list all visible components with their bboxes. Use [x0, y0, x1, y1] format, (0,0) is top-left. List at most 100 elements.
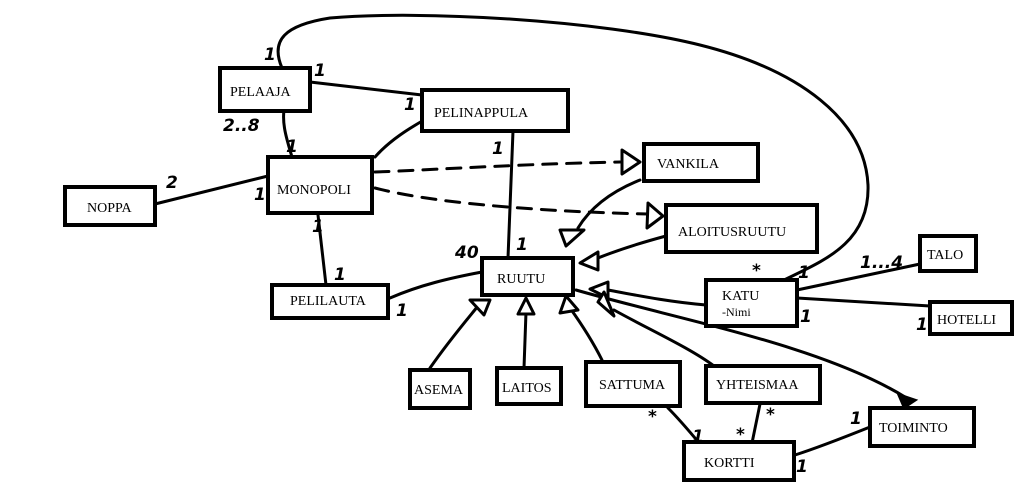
class-name: RUUTU — [497, 272, 545, 287]
edge-kortti-toiminto — [793, 425, 872, 457]
class-box — [420, 88, 570, 133]
class-box — [218, 66, 312, 113]
multiplicity-label: 2..8 — [223, 116, 260, 136]
class-name: ALOITUSRUUTU — [678, 225, 786, 240]
class-asema[interactable]: ASEMA — [408, 368, 472, 410]
edge-monopoli-pelilauta — [316, 213, 328, 287]
edges — [153, 13, 932, 457]
class-box — [584, 360, 682, 408]
edge-vankila-ruutu-inheritance — [576, 178, 642, 230]
class-box — [408, 368, 472, 410]
edge-sattuma-ruutu-inheritance — [568, 306, 604, 362]
arrow-asema-into-ruutu — [468, 298, 492, 317]
arrowheads — [468, 148, 919, 410]
multiplicity-label: * — [752, 261, 761, 281]
multiplicity-label: 40 — [454, 243, 479, 263]
multiplicity-label: 1 — [692, 427, 704, 447]
class-name: KATU — [722, 289, 759, 304]
edge-yhteismaa-ruutu-inheritance — [612, 308, 716, 368]
class-sattuma[interactable]: SATTUMA — [584, 360, 682, 408]
arrow-yhteismaa-into-ruutu — [596, 290, 616, 318]
class-hotelli[interactable]: HOTELLI — [928, 300, 1014, 336]
class-katu[interactable]: KATU -Nimi — [704, 278, 799, 328]
edge-noppa-monopoli — [153, 174, 270, 206]
class-name: PELAAJA — [230, 85, 292, 100]
multiplicity-label: 1 — [264, 45, 276, 65]
arrow-to-aloitusruutu — [645, 201, 665, 230]
class-name: MONOPOLI — [277, 183, 351, 198]
class-box — [704, 278, 799, 328]
class-noppa[interactable]: NOPPA — [63, 185, 157, 227]
multiplicity-label: 1 — [850, 409, 862, 429]
class-name: PELINAPPULA — [434, 106, 529, 121]
class-box — [928, 300, 1014, 336]
multiplicity-label: 1 — [798, 263, 810, 283]
class-name: KORTTI — [704, 456, 755, 471]
class-laitos[interactable]: LAITOS — [495, 366, 563, 406]
multiplicity-label: 1 — [516, 235, 528, 255]
class-box — [495, 366, 563, 406]
multiplicity-label: 1 — [800, 307, 812, 327]
class-name: TALO — [927, 248, 963, 263]
class-name: NOPPA — [87, 201, 133, 216]
class-box — [664, 203, 819, 254]
class-name: LAITOS — [502, 381, 552, 396]
multiplicity-label: * — [766, 405, 775, 425]
arrow-to-toiminto — [896, 392, 919, 410]
class-monopoli[interactable]: MONOPOLI — [266, 155, 374, 215]
class-ruutu[interactable]: RUUTU — [480, 256, 575, 297]
edge-monopoli-vankila-dependency — [373, 160, 622, 174]
multiplicity-label: 1 — [286, 137, 298, 157]
edge-pelinappula-ruutu — [506, 129, 515, 260]
class-name: YHTEISMAA — [716, 378, 799, 393]
class-name: ASEMA — [414, 383, 464, 398]
multiplicity-label: 1...4 — [860, 253, 903, 273]
edge-katu-talo — [795, 262, 922, 292]
edge-laitos-ruutu-inheritance — [522, 310, 528, 370]
class-pelilauta[interactable]: PELILAUTA — [270, 283, 390, 320]
class-box — [682, 440, 796, 482]
class-box — [266, 155, 374, 215]
multiplicity-label: 1 — [312, 217, 324, 237]
class-vankila[interactable]: VANKILA — [642, 142, 760, 183]
class-name: SATTUMA — [599, 378, 666, 393]
multiplicity-label: 1 — [916, 315, 928, 335]
edge-katu-hotelli — [795, 296, 932, 308]
class-box — [480, 256, 575, 297]
class-talo[interactable]: TALO — [918, 234, 978, 273]
class-box — [642, 142, 760, 183]
class-name: HOTELLI — [937, 313, 996, 328]
class-aloitusruutu[interactable]: ALOITUSRUUTU — [664, 203, 819, 254]
arrow-aloitusruutu-into-ruutu — [578, 250, 600, 272]
class-pelinappula[interactable]: PELINAPPULA — [420, 88, 570, 133]
class-name: PELILAUTA — [290, 294, 367, 309]
multiplicity-label: 1 — [314, 61, 326, 81]
edge-katu-ruutu-inheritance — [606, 288, 708, 307]
class-pelaaja[interactable]: PELAAJA — [218, 66, 312, 113]
edge-monopoli-aloitusruutu-dependency — [373, 186, 650, 216]
multiplicity-label: 1 — [404, 95, 416, 115]
multiplicity-label: * — [648, 407, 657, 427]
edge-pelaaja-monopoli — [282, 108, 294, 159]
class-box — [918, 234, 978, 273]
multiplicities: 1 1 1 2..8 1 1 2 1 1 1 40 1 1 * 1 1...4 … — [166, 45, 928, 477]
class-kortti[interactable]: KORTTI — [682, 440, 796, 482]
edge-yhteismaa-kortti — [750, 402, 762, 445]
class-yhteismaa[interactable]: YHTEISMAA — [704, 364, 822, 405]
class-name: VANKILA — [657, 157, 720, 172]
class-box — [270, 283, 390, 320]
class-toiminto[interactable]: TOIMINTO — [868, 406, 976, 448]
edge-asema-ruutu-inheritance — [428, 304, 480, 370]
edge-aloitusruutu-ruutu-inheritance — [596, 234, 668, 260]
multiplicity-label: 2 — [166, 173, 178, 193]
class-box — [868, 406, 976, 448]
edge-pelilauta-ruutu — [388, 270, 484, 300]
multiplicity-label: 1 — [492, 139, 504, 159]
multiplicity-label: * — [736, 425, 745, 445]
arrow-sattuma-into-ruutu — [558, 294, 580, 315]
edge-monopoli-pelinappula — [373, 118, 426, 159]
arrow-to-vankila — [620, 148, 642, 176]
arrow-vankila-into-ruutu — [558, 228, 586, 248]
edge-pelaaja-katu — [276, 13, 870, 284]
